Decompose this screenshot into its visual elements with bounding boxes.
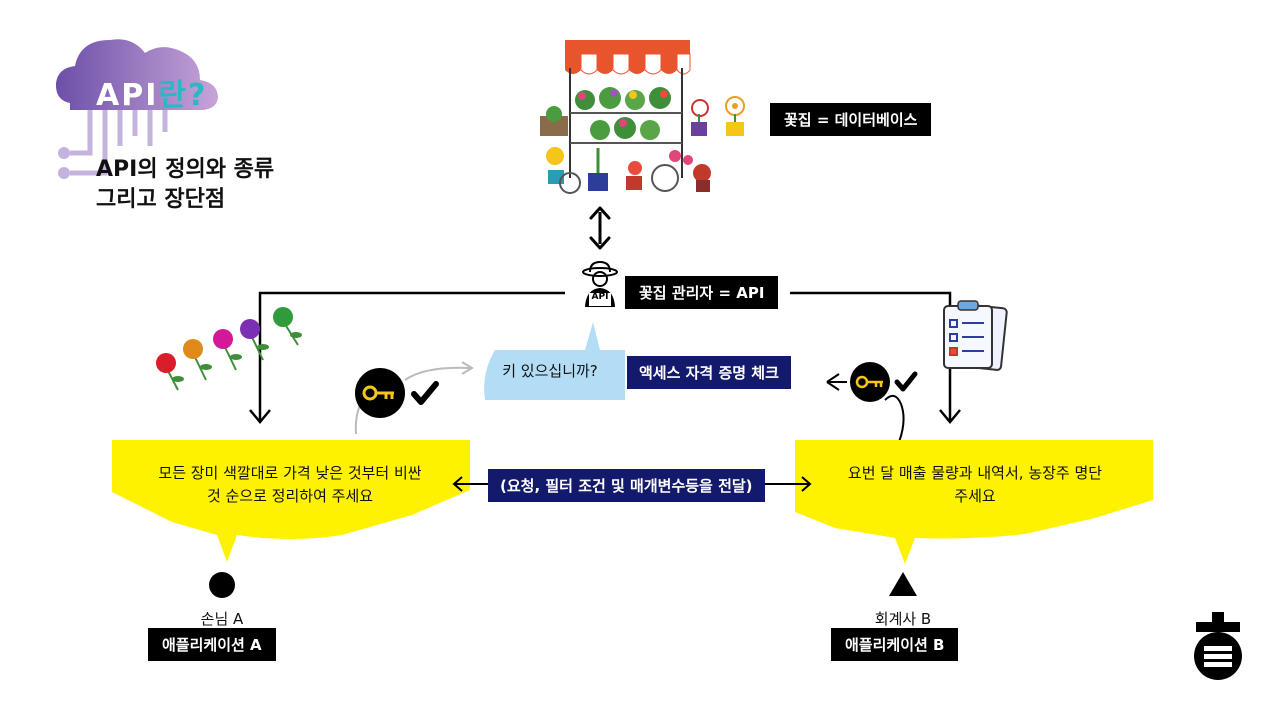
logo: API란?: [50, 28, 240, 188]
key-question-text: 키 있으십니까?: [502, 362, 598, 380]
client-a-request-line-2: 것 순으로 정리하여 주세요: [206, 487, 374, 505]
flower-stall-icon: [540, 40, 745, 194]
credential-check-label: 액세스 자격 증명 체크: [627, 356, 791, 389]
question-bubble-shape: [484, 322, 625, 400]
client-b-request: 요번 달 매출 물량과 내역서, 농장주 명단 주세요: [805, 462, 1145, 508]
flower-stall: [530, 38, 760, 208]
roses: [148, 305, 308, 395]
client-b-app: 애플리케이션 B: [831, 628, 959, 661]
logo-accent-text: 란?: [158, 78, 208, 113]
api-manager: API: [580, 260, 620, 310]
client-a-name: 손님 A: [200, 610, 244, 628]
roses-icon: [156, 307, 302, 391]
manager-icon: [582, 260, 618, 307]
client-b-request-line-1: 요번 달 매출 물량과 내역서, 농장주 명단: [847, 464, 1103, 482]
client-b-name: 회계사 B: [874, 610, 932, 628]
api-badge: API: [591, 292, 609, 302]
circle-icon: [209, 572, 235, 598]
subtitle-line-2: 그리고 장단점: [96, 187, 226, 212]
request-label: (요청, 필터 조건 및 매개변수등을 전달): [488, 469, 765, 502]
key-check-a: [350, 360, 480, 440]
page-subtitle: API의 정의와 종류 그리고 장단점: [96, 155, 274, 215]
client-b-marker: [888, 571, 918, 597]
client-a-request: 모든 장미 색깔대로 가격 낮은 것부터 비싼 것 순으로 정리하여 주세요: [120, 462, 460, 508]
logo-text: API: [96, 78, 159, 113]
brand-logo-icon: [1194, 612, 1242, 680]
key-check-b-icon: [826, 362, 918, 443]
client-a-marker: [208, 571, 236, 599]
request-bubble-a-shape: [112, 440, 470, 562]
request-bubble-b-shape: [795, 440, 1153, 564]
client-b-request-line-2: 주세요: [954, 487, 996, 505]
client-a-app: 애플리케이션 A: [148, 628, 276, 661]
cloud-logo-icon: [55, 39, 218, 179]
clipboard: [938, 298, 1008, 373]
key-question-bubble: 키 있으십니까?: [484, 322, 625, 402]
clipboard-icon: [943, 300, 1008, 371]
brand-logo: [1190, 610, 1246, 682]
key-check-b: [825, 360, 925, 445]
client-a-request-line-1: 모든 장미 색깔대로 가격 낮은 것부터 비싼: [158, 464, 422, 482]
api-label: 꽃집 관리자 = API: [625, 276, 779, 309]
double-arrow-icon: [589, 206, 611, 250]
triangle-icon: [889, 572, 917, 596]
key-check-icon: [354, 361, 474, 435]
double-arrow: [588, 206, 612, 250]
subtitle-line-1: API의 정의와 종류: [96, 157, 275, 182]
database-label: 꽃집 = 데이터베이스: [770, 103, 932, 136]
